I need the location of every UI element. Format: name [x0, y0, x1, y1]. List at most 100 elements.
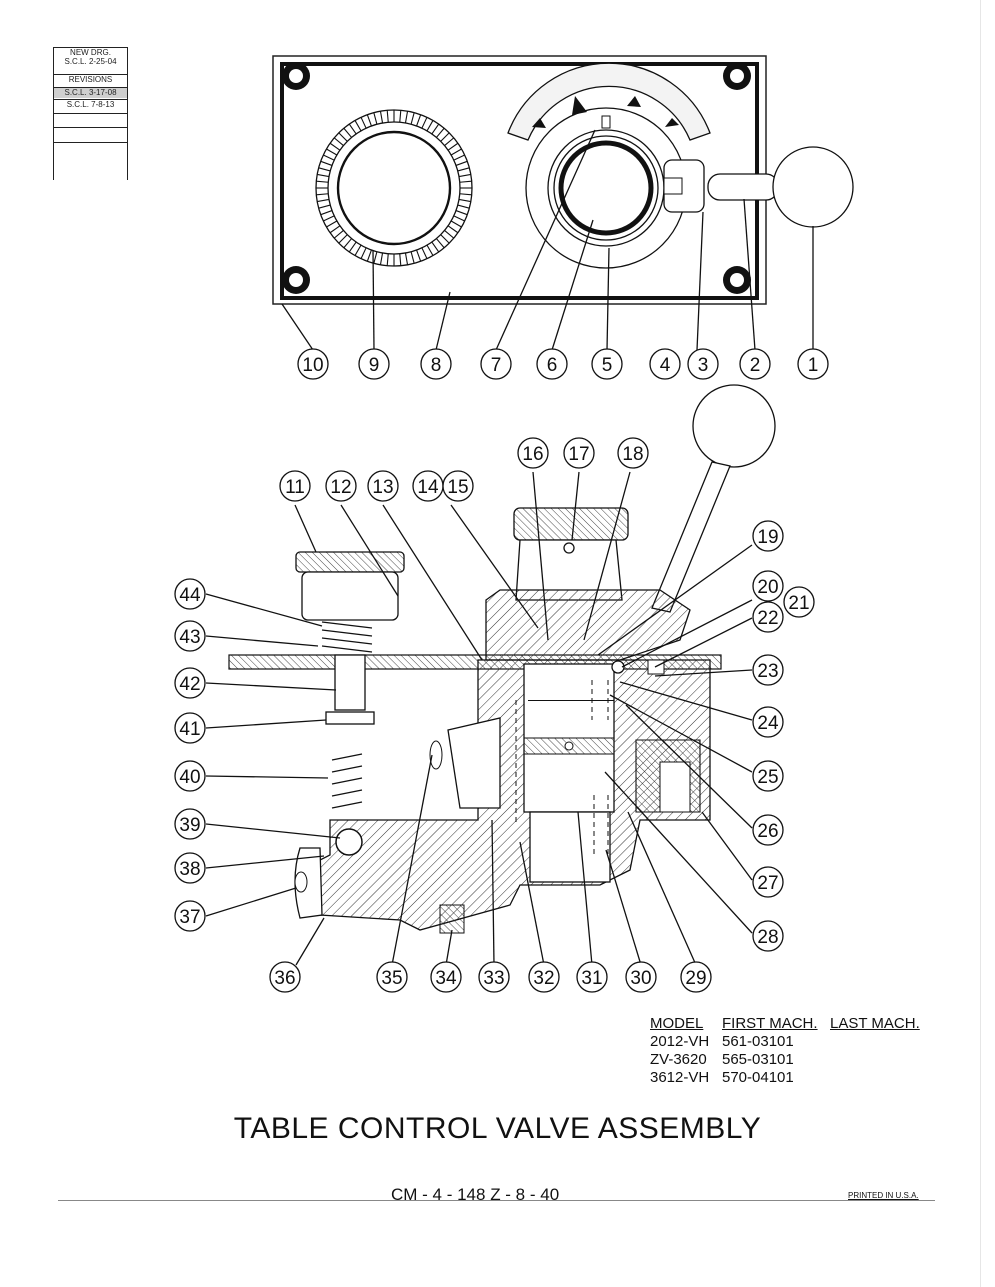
- callout-label: 8: [431, 355, 442, 376]
- section-view: [228, 384, 776, 934]
- knurled-dial: [315, 109, 473, 267]
- callout-label: 34: [435, 968, 457, 989]
- callout-11: 11: [279, 470, 311, 502]
- callout-label: 41: [179, 719, 200, 740]
- callout-label: 15: [447, 477, 468, 498]
- callout-34: 34: [430, 961, 462, 993]
- callout-36: 36: [269, 961, 301, 993]
- top-leaders: [281, 129, 814, 351]
- callout-27: 27: [752, 866, 784, 898]
- callout-label: 37: [179, 907, 200, 928]
- callout-label: 39: [179, 815, 200, 836]
- callout-label: 24: [757, 713, 779, 734]
- revision-divider: [54, 113, 127, 114]
- callout-39: 39: [174, 808, 206, 840]
- callout-label: 14: [417, 477, 439, 498]
- model-cell: 3612-VH: [650, 1069, 710, 1086]
- callout-label: 43: [179, 627, 200, 648]
- lower-spring: [331, 753, 363, 809]
- callout-19: 19: [752, 520, 784, 552]
- model-cell: ZV-3620: [650, 1051, 707, 1068]
- callout-15: 15: [442, 470, 474, 502]
- callout-label: 9: [369, 355, 380, 376]
- callout-label: 29: [685, 968, 706, 989]
- callout-13: 13: [367, 470, 399, 502]
- revision-block: NEW DRG. S.C.L. 2-25-04 REVISIONS S.C.L.…: [53, 47, 128, 180]
- callout-32: 32: [528, 961, 560, 993]
- callout-label: 7: [491, 355, 502, 376]
- callout-label: 32: [533, 968, 554, 989]
- callout-label: 21: [788, 593, 809, 614]
- callout-7: 7: [480, 348, 512, 380]
- callout-33: 33: [478, 961, 510, 993]
- callout-label: 27: [757, 873, 778, 894]
- revision-divider: [54, 142, 127, 143]
- callout-17: 17: [563, 437, 595, 469]
- callout-label: 26: [757, 821, 778, 842]
- callout-12: 12: [325, 470, 357, 502]
- hidden-lines: [515, 680, 609, 855]
- callout-16: 16: [517, 437, 549, 469]
- revision-row: S.C.L. 2-25-04: [64, 57, 117, 66]
- first-mach-cell: 561-03101: [722, 1033, 794, 1050]
- callout-31: 31: [576, 961, 608, 993]
- callout-25: 25: [752, 760, 784, 792]
- callout-label: 2: [750, 355, 761, 376]
- callout-44: 44: [174, 578, 206, 610]
- callout-label: 13: [372, 477, 393, 498]
- callout-label: 17: [568, 444, 589, 465]
- callout-22: 22: [752, 601, 784, 633]
- callout-37: 37: [174, 900, 206, 932]
- callout-20: 20: [752, 570, 784, 602]
- callout-label: 31: [581, 968, 602, 989]
- drawing-number: CM - 4 - 148 Z - 8 - 40: [391, 1185, 560, 1204]
- callout-29: 29: [680, 961, 712, 993]
- callout-23: 23: [752, 654, 784, 686]
- footer-rule: [58, 1200, 935, 1201]
- callout-42: 42: [174, 667, 206, 699]
- drawing-title: TABLE CONTROL VALVE ASSEMBLY: [233, 1112, 762, 1145]
- callout-2: 2: [739, 348, 771, 380]
- callout-label: 10: [302, 355, 323, 376]
- callout-1: 1: [797, 348, 829, 380]
- valve-knob: [513, 507, 629, 541]
- callout-6: 6: [536, 348, 568, 380]
- callout-4: 4: [649, 348, 681, 380]
- callout-label: 36: [274, 968, 295, 989]
- callout-label: 30: [630, 968, 651, 989]
- callout-label: 44: [179, 585, 201, 606]
- callout-label: 6: [547, 355, 558, 376]
- top-view: [272, 55, 854, 351]
- mounting-screw: [282, 62, 751, 294]
- fitting: [294, 847, 323, 919]
- callout-label: 20: [757, 577, 778, 598]
- callout-10: 10: [297, 348, 329, 380]
- callout-26: 26: [752, 814, 784, 846]
- callout-3: 3: [687, 348, 719, 380]
- callout-label: 38: [179, 859, 200, 880]
- valve-dial: [507, 62, 854, 269]
- callout-14: 14: [412, 470, 444, 502]
- callout-label: 16: [522, 444, 543, 465]
- callout-28: 28: [752, 920, 784, 952]
- callout-label: 33: [483, 968, 504, 989]
- header-last-mach: LAST MACH.: [830, 1015, 920, 1032]
- callout-41: 41: [174, 712, 206, 744]
- revision-row: REVISIONS: [54, 74, 127, 85]
- callout-21: 21: [783, 586, 815, 618]
- callout-label: 28: [757, 927, 778, 948]
- section-leaders: [205, 471, 753, 966]
- callout-label: 5: [602, 355, 613, 376]
- check-ball: [335, 828, 363, 856]
- revision-row: S.C.L. 3-17-08: [54, 87, 127, 98]
- callout-35: 35: [376, 961, 408, 993]
- callout-label: 40: [179, 767, 200, 788]
- callout-label: 42: [179, 674, 200, 695]
- callout-8: 8: [420, 348, 452, 380]
- callout-label: 11: [285, 477, 305, 498]
- callout-label: 4: [660, 355, 671, 376]
- callout-label: 1: [808, 355, 819, 376]
